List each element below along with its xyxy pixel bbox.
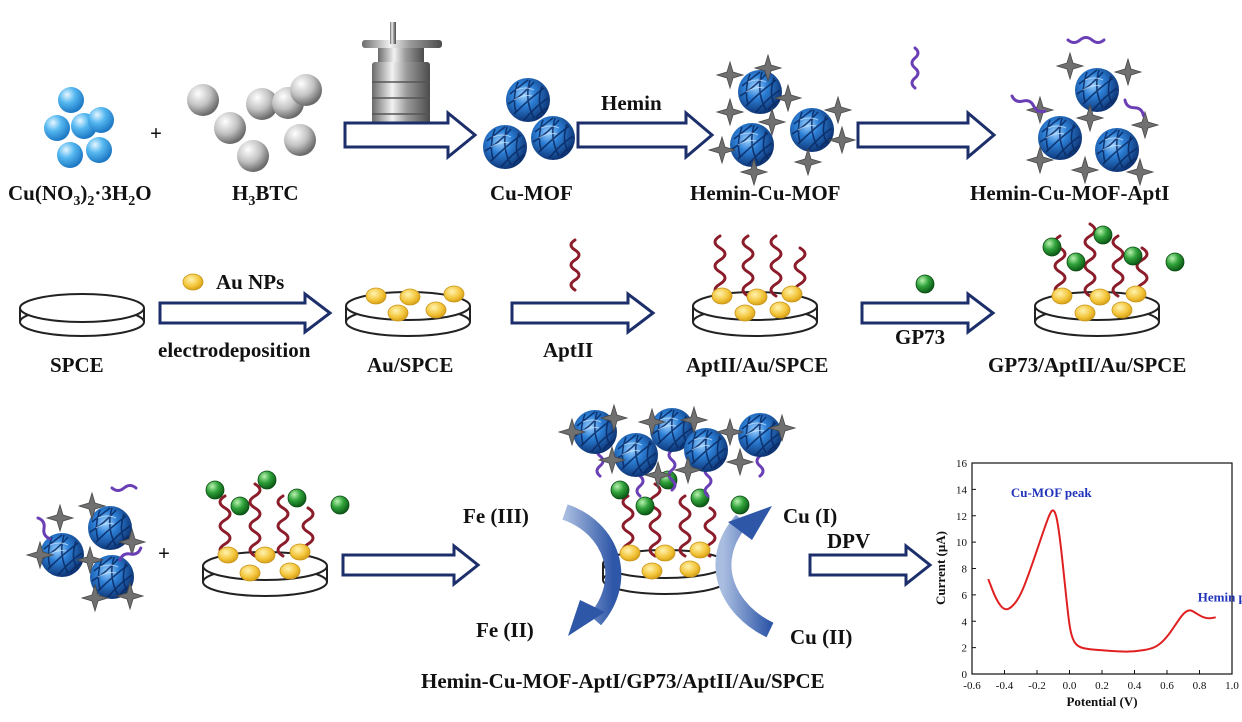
y-tick-label: 2 (962, 643, 968, 655)
y-tick-label: 6 (962, 590, 968, 602)
cu-mof-label: Cu-MOF (490, 181, 573, 205)
hemin-cu-mof-label: Hemin-Cu-MOF (690, 181, 840, 205)
y-axis-ticks: 0 2 4 6 8 10 12 14 16 (956, 458, 976, 681)
gp73-electrode-row3-icon (202, 470, 350, 597)
gp73-aptii-au-spce-icon (1034, 222, 1185, 337)
x-tick-label: -0.4 (996, 680, 1014, 692)
x-tick-label: 0.0 (1063, 680, 1077, 692)
arrow-apti (856, 109, 997, 161)
redox-arrow-fe (562, 504, 622, 636)
aptii-au-spce-icon (692, 234, 818, 337)
hemin-cu-mof-apti-label: Hemin-Cu-MOF-AptI (970, 181, 1169, 205)
h3btc-spheres (187, 74, 322, 172)
arrow-dpv (808, 542, 933, 588)
plus-sign-row1: + (150, 121, 162, 145)
y-tick-label: 14 (956, 484, 968, 496)
au-nps-label: Au NPs (216, 270, 284, 294)
dpv-curve-series (987, 509, 1216, 653)
electrodeposition-label: electrodeposition (158, 338, 311, 362)
aptii-strand-icon (569, 238, 581, 292)
y-axis-title: Current (μA) (933, 531, 948, 605)
hemin-arrow-label: Hemin (601, 91, 662, 115)
y-tick-label: 16 (956, 458, 968, 470)
x-tick-label: 0.2 (1095, 680, 1109, 692)
x-tick-label: 0.8 (1193, 680, 1207, 692)
dpv-chart: -0.6 -0.4 -0.2 0.0 0.2 0.4 0.6 0.8 1.0 0 2 4 6 8 10 12… (933, 458, 1242, 709)
y-tick-label: 8 (962, 564, 968, 576)
x-axis-title: Potential (V) (1066, 694, 1137, 709)
fe2-label: Fe (II) (476, 618, 534, 642)
x-axis-ticks: -0.6 -0.4 -0.2 0.0 0.2 0.4 0.6 0.8 1.0 (963, 670, 1239, 692)
spce-disk-icon (19, 293, 145, 337)
autoclave-icon (362, 22, 442, 136)
y-tick-label: 0 (962, 669, 968, 681)
gp73-arrow-label: GP73 (895, 325, 945, 349)
arrow-synthesis (343, 109, 478, 161)
apti-strand-icon (910, 46, 920, 90)
aptii-au-spce-label: AptII/Au/SPCE (686, 353, 828, 377)
x-tick-label: 0.4 (1128, 680, 1142, 692)
spce-label: SPCE (50, 353, 104, 377)
dpv-label: DPV (827, 529, 870, 553)
copper-nitrate-beads (44, 87, 114, 168)
sandwich-label: Hemin-Cu-MOF-AptI/GP73/AptII/Au/SPCE (421, 669, 825, 693)
hemin-cu-mof-apti-particles (1010, 36, 1159, 186)
apti-probe-cluster (26, 484, 146, 612)
au-spce-label: Au/SPCE (367, 353, 453, 377)
x-tick-label: 1.0 (1225, 680, 1239, 692)
y-tick-label: 4 (962, 616, 968, 628)
cu-mof-particles (482, 77, 576, 170)
plus-sign-row3: + (158, 541, 170, 565)
x-tick-label: -0.2 (1028, 680, 1045, 692)
arrow-aptii (510, 290, 656, 336)
aptii-arrow-label: AptII (543, 338, 593, 362)
cu-mof-peak-label: Cu-MOF peak (1011, 485, 1093, 500)
y-tick-label: 12 (956, 511, 967, 523)
h3btc-label: H3BTC (232, 181, 299, 209)
x-tick-label: -0.6 (963, 680, 981, 692)
x-tick-label: 0.6 (1160, 680, 1174, 692)
cu1-label: Cu (I) (783, 504, 837, 528)
y-tick-label: 10 (956, 537, 968, 549)
gp73-protein-icon (915, 274, 935, 294)
cu-nitrate-label: Cu(NO3)2·3H2O (8, 181, 152, 209)
sandwich-electrode-icon (558, 404, 796, 595)
fe3-label: Fe (III) (463, 504, 529, 528)
arrow-electrodeposition (158, 290, 333, 336)
au-spce-disk-icon (345, 285, 471, 337)
cu2-label: Cu (II) (790, 625, 852, 649)
arrow-sandwich-assembly (341, 542, 481, 588)
au-np-legend-icon (182, 273, 204, 291)
hemin-cu-mof-particles (708, 54, 856, 186)
hemin-peak-label: Hemin peak (1198, 589, 1242, 604)
redox-arrow-cu (715, 506, 774, 638)
gp73-aptii-au-spce-label: GP73/AptII/Au/SPCE (988, 353, 1186, 377)
arrow-hemin (576, 109, 715, 161)
arrow-gp73 (860, 290, 996, 336)
